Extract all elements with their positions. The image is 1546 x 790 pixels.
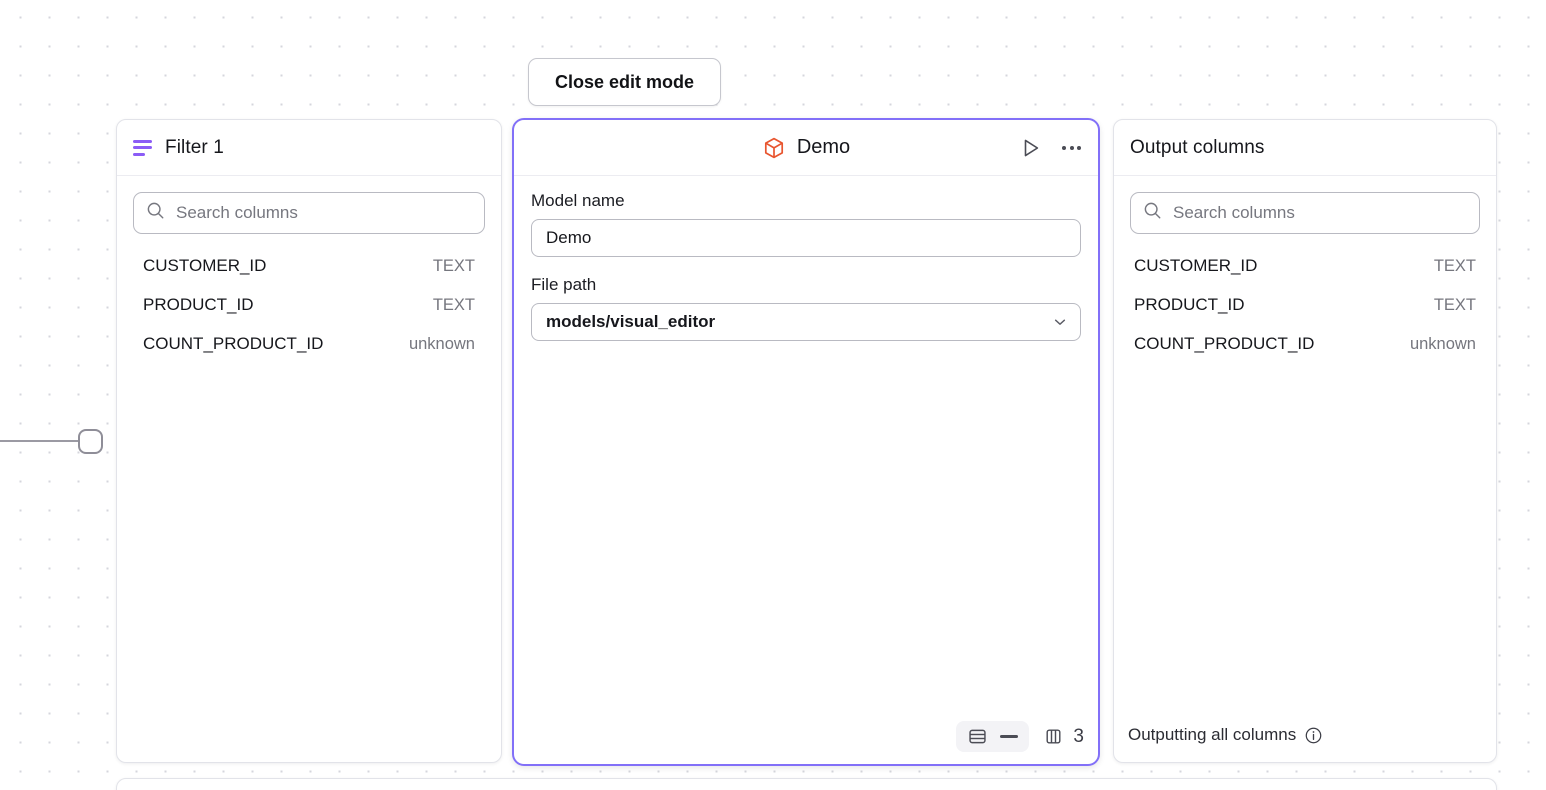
chevron-down-icon [1052, 314, 1068, 330]
model-panel[interactable]: Demo Model name Demo File path models/vi… [512, 118, 1100, 766]
output-panel-footer: Outputting all columns [1114, 708, 1496, 762]
model-footer-toolbar: 3 [956, 721, 1084, 752]
bottom-panel[interactable] [116, 778, 1497, 790]
column-name: PRODUCT_ID [143, 295, 254, 314]
column-type: TEXT [432, 257, 475, 275]
close-edit-mode-button[interactable]: Close edit mode [528, 58, 721, 106]
column-name: CUSTOMER_ID [143, 256, 267, 275]
search-icon [146, 201, 165, 225]
rows-value-dash [1000, 735, 1019, 738]
filter-panel[interactable]: Filter 1 Search columns CUSTOMER_ID TEXT… [116, 119, 502, 763]
column-name: PRODUCT_ID [1134, 295, 1245, 314]
filter-panel-title: Filter 1 [165, 136, 224, 158]
output-columns-panel[interactable]: Output columns Search columns CUSTOMER_I… [1113, 119, 1497, 763]
output-search-input[interactable]: Search columns [1130, 192, 1480, 234]
column-type: TEXT [1433, 296, 1476, 314]
column-type: TEXT [1433, 257, 1476, 275]
more-options-icon[interactable] [1059, 144, 1084, 152]
file-path-label: File path [531, 275, 597, 294]
info-icon[interactable] [1304, 726, 1323, 745]
play-icon[interactable] [1017, 135, 1045, 161]
column-type: unknown [1409, 335, 1476, 353]
column-type: TEXT [432, 296, 475, 314]
model-panel-header: Demo [514, 120, 1098, 176]
file-path-select[interactable]: models/visual_editor [531, 303, 1081, 341]
output-panel-header: Output columns [1114, 120, 1496, 176]
output-panel-title: Output columns [1130, 136, 1265, 158]
model-panel-body: Model name Demo File path models/visual_… [514, 176, 1098, 764]
outputting-all-columns-label: Outputting all columns [1128, 725, 1297, 744]
column-name: CUSTOMER_ID [1134, 256, 1258, 275]
model-name-label: Model name [531, 191, 625, 210]
model-panel-title: Demo [796, 136, 851, 158]
column-name: COUNT_PRODUCT_ID [1134, 334, 1315, 353]
search-icon [1143, 201, 1162, 225]
filter-search-input[interactable]: Search columns [133, 192, 485, 234]
model-name-field[interactable]: Demo [531, 219, 1081, 257]
table-row[interactable]: PRODUCT_ID TEXT [1130, 295, 1480, 334]
columns-stat[interactable]: 3 [1043, 726, 1084, 748]
columns-icon [1043, 726, 1064, 747]
rows-icon [967, 726, 988, 747]
column-name: COUNT_PRODUCT_ID [143, 334, 324, 353]
table-row[interactable]: CUSTOMER_ID TEXT [133, 256, 485, 295]
columns-count: 3 [1073, 725, 1084, 747]
table-row[interactable]: PRODUCT_ID TEXT [133, 295, 485, 334]
output-panel-body: Search columns CUSTOMER_ID TEXT PRODUCT_… [1114, 176, 1496, 708]
connection-handle[interactable] [78, 429, 103, 454]
table-row[interactable]: COUNT_PRODUCT_ID unknown [133, 334, 485, 373]
table-row[interactable]: COUNT_PRODUCT_ID unknown [1130, 334, 1480, 373]
filter-panel-body: Search columns CUSTOMER_ID TEXT PRODUCT_… [117, 176, 501, 762]
filter-panel-header: Filter 1 [117, 120, 501, 176]
cube-icon [762, 136, 786, 160]
file-path-value: models/visual_editor [546, 312, 716, 331]
rows-stat[interactable] [956, 721, 1030, 752]
output-search-placeholder: Search columns [1173, 203, 1295, 222]
table-row[interactable]: CUSTOMER_ID TEXT [1130, 256, 1480, 295]
column-type: unknown [408, 335, 475, 353]
flow-edge [0, 440, 82, 442]
filter-icon [133, 139, 152, 156]
filter-search-placeholder: Search columns [176, 203, 298, 222]
